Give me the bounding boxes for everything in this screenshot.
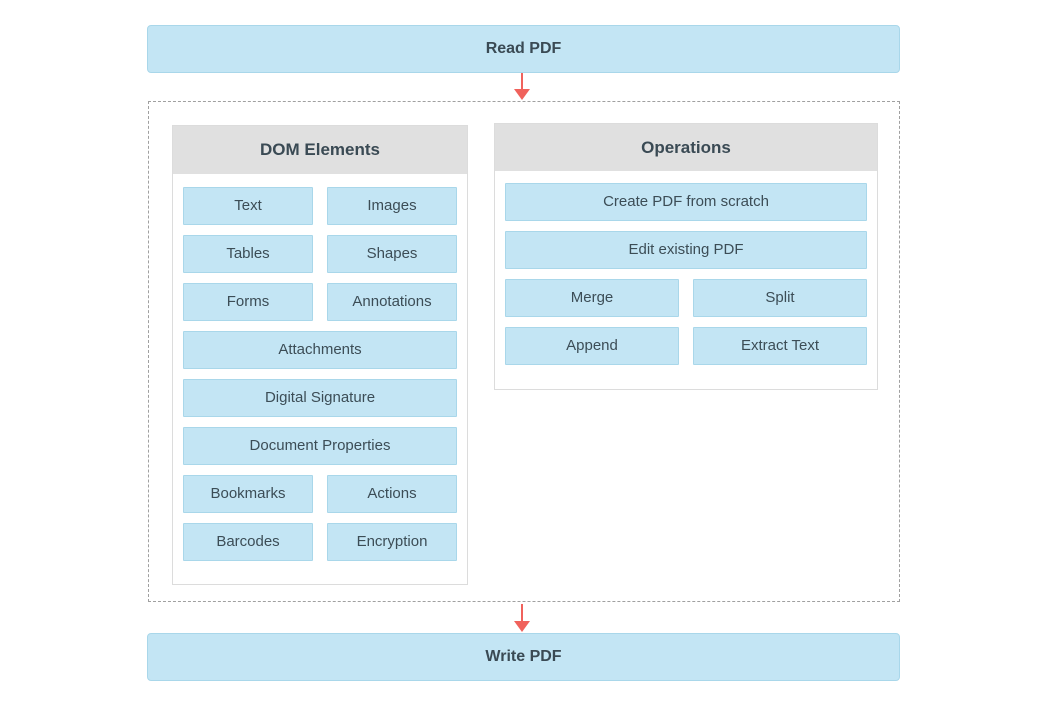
dom-item-attachments[interactable]: Attachments (183, 331, 457, 369)
dom-row: Document Properties (183, 427, 457, 465)
arrow-head (514, 621, 530, 632)
write-pdf-banner: Write PDF (147, 633, 900, 681)
read-pdf-banner: Read PDF (147, 25, 900, 73)
dom-item-shapes[interactable]: Shapes (327, 235, 457, 273)
operation-split[interactable]: Split (693, 279, 867, 317)
dom-item-barcodes[interactable]: Barcodes (183, 523, 313, 561)
operation-extract-text[interactable]: Extract Text (693, 327, 867, 365)
dom-item-forms[interactable]: Forms (183, 283, 313, 321)
dom-elements-panel-title: DOM Elements (173, 126, 467, 174)
dom-row: Bookmarks Actions (183, 475, 457, 513)
dom-item-images[interactable]: Images (327, 187, 457, 225)
operations-row: Create PDF from scratch (505, 183, 867, 221)
dom-row: Text Images (183, 187, 457, 225)
operations-panel-title: Operations (495, 124, 877, 171)
arrow-shaft (521, 73, 523, 90)
dom-elements-list: Text Images Tables Shapes Forms Annotati… (173, 174, 467, 561)
dom-row: Tables Shapes (183, 235, 457, 273)
pdf-core-container (148, 101, 900, 602)
read-pdf-label: Read PDF (485, 40, 562, 57)
operations-panel: Operations Create PDF from scratch Edit … (494, 123, 878, 390)
dom-row: Forms Annotations (183, 283, 457, 321)
operations-row: Edit existing PDF (505, 231, 867, 269)
operations-list: Create PDF from scratch Edit existing PD… (495, 171, 877, 365)
write-pdf-label: Write PDF (485, 648, 562, 665)
operation-edit-existing-pdf[interactable]: Edit existing PDF (505, 231, 867, 269)
operation-append[interactable]: Append (505, 327, 679, 365)
operations-row: Append Extract Text (505, 327, 867, 365)
dom-item-annotations[interactable]: Annotations (327, 283, 457, 321)
dom-item-actions[interactable]: Actions (327, 475, 457, 513)
down-arrow-icon-top (514, 73, 530, 101)
dom-row: Digital Signature (183, 379, 457, 417)
dom-item-encryption[interactable]: Encryption (327, 523, 457, 561)
dom-row: Barcodes Encryption (183, 523, 457, 561)
operation-create-pdf-from-scratch[interactable]: Create PDF from scratch (505, 183, 867, 221)
down-arrow-icon-bottom (514, 604, 530, 633)
dom-item-document-properties[interactable]: Document Properties (183, 427, 457, 465)
dom-elements-panel: DOM Elements Text Images Tables Shapes F… (172, 125, 468, 585)
dom-item-text[interactable]: Text (183, 187, 313, 225)
dom-row: Attachments (183, 331, 457, 369)
arrow-shaft (521, 604, 523, 622)
arrow-head (514, 89, 530, 100)
dom-item-bookmarks[interactable]: Bookmarks (183, 475, 313, 513)
operation-merge[interactable]: Merge (505, 279, 679, 317)
operations-row: Merge Split (505, 279, 867, 317)
dom-item-digital-signature[interactable]: Digital Signature (183, 379, 457, 417)
dom-item-tables[interactable]: Tables (183, 235, 313, 273)
